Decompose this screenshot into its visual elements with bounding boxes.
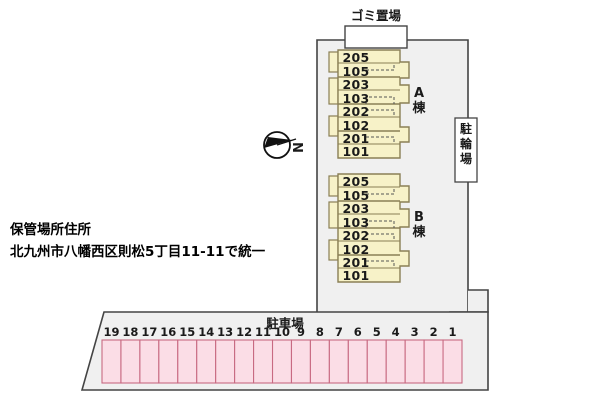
- parking-stalls-group: [101, 339, 463, 384]
- parking-stall-number: 19: [103, 325, 119, 339]
- parking-stall[interactable]: [158, 339, 179, 384]
- parking-stall[interactable]: [290, 339, 311, 384]
- parking-stall[interactable]: [120, 339, 141, 384]
- building-b-label-char2: 棟: [412, 224, 426, 240]
- parking-stall-number: 15: [179, 325, 195, 339]
- parking-stall-number: 3: [411, 325, 419, 339]
- north-arrow-icon: [263, 131, 297, 159]
- unit-label: 103: [343, 91, 370, 106]
- parking-lot-label: 駐車場: [266, 316, 304, 331]
- site-boundary-right-notch: [468, 289, 489, 313]
- parking-stall-number: 12: [236, 325, 252, 339]
- unit-label: 205: [343, 174, 370, 189]
- parking-stall[interactable]: [196, 339, 217, 384]
- unit-label: 105: [343, 188, 370, 203]
- unit-label: 202: [343, 104, 370, 119]
- parking-stall[interactable]: [177, 339, 198, 384]
- unit-label: 103: [343, 215, 370, 230]
- parking-stall[interactable]: [309, 339, 330, 384]
- unit-label: 201: [343, 255, 370, 270]
- garbage-area-box: [344, 25, 408, 49]
- parking-stall[interactable]: [271, 339, 293, 384]
- parking-stall[interactable]: [366, 339, 387, 384]
- bicycle-parking-box: [454, 117, 478, 183]
- north-arrow-letter: N: [289, 142, 304, 153]
- parking-stall-number: 10: [274, 325, 290, 339]
- parking-stall-number: 6: [354, 325, 362, 339]
- parking-stall-number: 1: [449, 325, 457, 339]
- parking-stall-number: 17: [141, 325, 157, 339]
- parking-stall-number: 7: [335, 325, 343, 339]
- parking-stall[interactable]: [404, 339, 425, 384]
- parking-stall[interactable]: [423, 339, 444, 384]
- parking-stall[interactable]: [385, 339, 406, 384]
- parking-stall-number: 18: [122, 325, 138, 339]
- building-b-label-char1: B: [414, 210, 424, 225]
- building-a-label-char2: 棟: [412, 100, 426, 116]
- building-a-label-char1: A: [414, 86, 424, 101]
- unit-label: 101: [343, 268, 370, 283]
- unit-label: 101: [343, 144, 370, 159]
- storage-address-line: 北九州市八幡西区則松5丁目11-11で統一: [10, 243, 266, 260]
- parking-stall-number: 5: [373, 325, 381, 339]
- garbage-area-label: ゴミ置場: [351, 8, 402, 23]
- unit-label: 203: [343, 201, 370, 216]
- parking-stall[interactable]: [101, 339, 122, 384]
- parking-stall-number: 14: [198, 325, 214, 339]
- bicycle-parking-label-char3: 場: [460, 151, 472, 166]
- bicycle-parking-label-char1: 駐: [460, 121, 472, 136]
- parking-stall-number: 4: [392, 325, 400, 339]
- unit-label: 202: [343, 228, 370, 243]
- parking-stall[interactable]: [347, 339, 368, 384]
- parking-stall-number: 13: [217, 325, 233, 339]
- parking-stall[interactable]: [215, 339, 236, 384]
- parking-stall[interactable]: [253, 339, 274, 384]
- parking-stall-number: 2: [430, 325, 438, 339]
- parking-stall[interactable]: [139, 339, 160, 384]
- bicycle-parking-label-char2: 輪: [460, 136, 473, 151]
- unit-label: 205: [343, 50, 370, 65]
- unit-label: 201: [343, 131, 370, 146]
- parking-stall[interactable]: [442, 339, 463, 384]
- building-b: [328, 173, 410, 283]
- parking-stall[interactable]: [328, 339, 349, 384]
- parking-stall[interactable]: [234, 339, 255, 384]
- parking-stall-number: 11: [255, 325, 271, 339]
- building-a: [328, 49, 410, 159]
- storage-address-heading: 保管場所住所: [9, 221, 91, 238]
- unit-label: 102: [343, 118, 370, 133]
- unit-label: 102: [343, 242, 370, 257]
- unit-label: 105: [343, 64, 370, 79]
- unit-label: 203: [343, 77, 370, 92]
- parking-stall-number: 16: [160, 325, 176, 339]
- parking-stall-number: 9: [297, 325, 305, 339]
- parking-stall-number: 8: [316, 325, 324, 339]
